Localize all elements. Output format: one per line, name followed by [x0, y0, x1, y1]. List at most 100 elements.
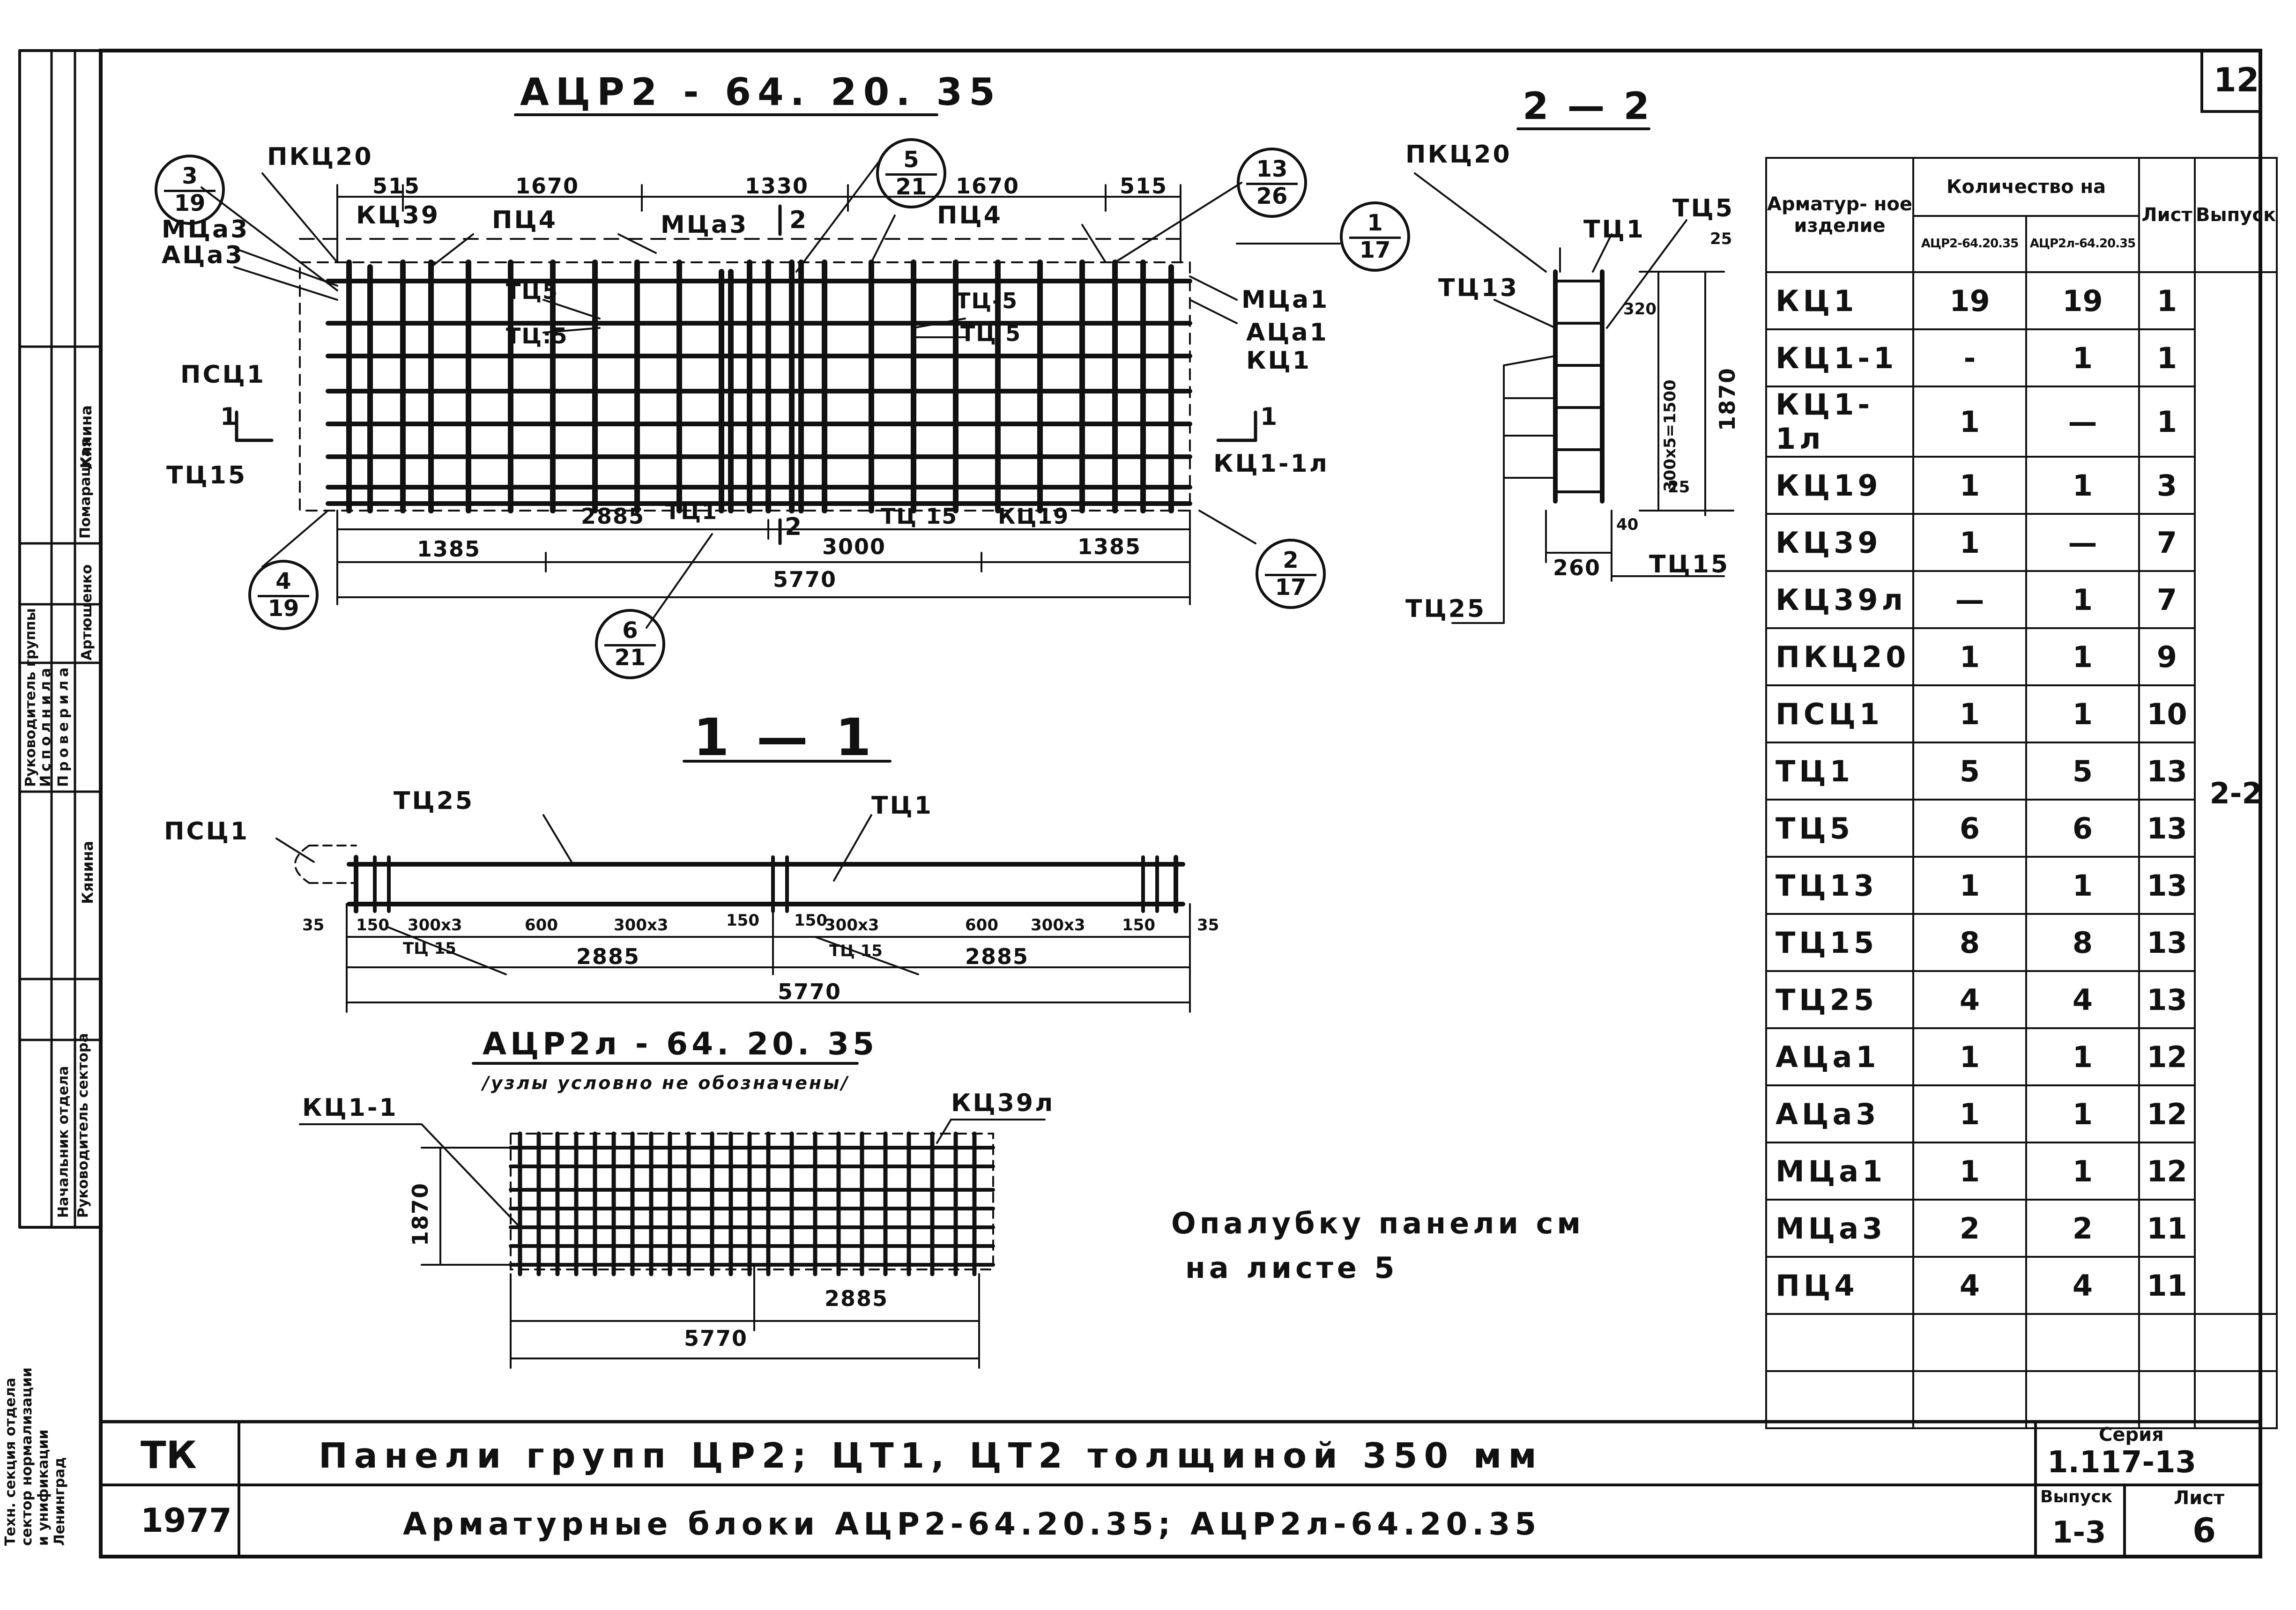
label-mca1: МЦа1 [1241, 286, 1330, 314]
spec-qty-a: 5 [1912, 742, 2027, 801]
spec-issue: 2-2 [2193, 271, 2278, 1315]
spec-name: ПСЦ1 [1765, 684, 1914, 743]
spec-sheet: 7 [2138, 570, 2196, 629]
s22-dim-300x5: 300x5=1500 [1661, 379, 1679, 492]
spec-header-row: Арматур- ное изделие Количество на Лист … [1765, 157, 2278, 273]
label-kc19: КЦ19 [998, 504, 1070, 529]
callout-num: 5 [903, 147, 919, 173]
stamp-org-line4: Ленинград [52, 1457, 68, 1546]
callout-3-19: 3 19 [155, 155, 225, 225]
s22-dim-320: 320 [1623, 300, 1657, 319]
dim-bottom-1385-right: 1385 [1077, 534, 1142, 559]
s22-dim-260: 260 [1553, 555, 1601, 580]
dim-bottom-5770: 5770 [773, 567, 837, 592]
s22-label-tc1: ТЦ1 [1583, 215, 1645, 244]
section-2-2-title: 2 — 2 [1523, 84, 1653, 128]
spec-header-qty: Количество на [1912, 157, 2140, 217]
sv-label-kc39l: КЦ39л [951, 1089, 1055, 1117]
section-mark-2-bottom: 2 [785, 513, 804, 541]
callout-num: 3 [182, 163, 198, 189]
spec-header-sheet: Лист [2138, 157, 2196, 273]
spec-qty-b: 1 [2025, 456, 2140, 515]
spec-qty-b: 1 [2025, 1027, 2140, 1086]
dim-bottom-2885: 2885 [581, 504, 645, 529]
title-block-issue-value: 1-3 [2052, 1515, 2106, 1550]
s22-dim-25-top: 25 [1710, 230, 1732, 248]
table-row-empty [1765, 1370, 2278, 1429]
spec-name: ПЦ4 [1765, 1256, 1914, 1315]
callout-2-17: 2 17 [1256, 539, 1326, 609]
label-tc15-mid: ТЦ 15 [881, 504, 958, 529]
s11-dim-35-left: 35 [302, 916, 325, 935]
section-mark-1-right: 1 [1260, 403, 1279, 431]
spec-qty-b: 6 [2025, 799, 2140, 858]
spec-qty-a: — [1912, 570, 2027, 629]
label-tc5-d: ТЦ 5 [960, 321, 1022, 346]
spec-name: ТЦ5 [1765, 799, 1914, 858]
callout-6-21: 6 21 [595, 609, 665, 679]
spec-name: КЦ39 [1765, 513, 1914, 572]
label-tc15-left: ТЦ15 [166, 461, 247, 490]
spec-qty-a: 1 [1912, 856, 2027, 915]
spec-name: КЦ1-1л [1765, 386, 1914, 458]
spec-name: КЦ39л [1765, 570, 1914, 629]
spec-qty-b: 8 [2025, 913, 2140, 972]
stamp-role-group-leader: Руководитель группы [22, 608, 39, 787]
callout-13-26: 13 26 [1237, 148, 1307, 218]
s22-dim-40: 40 [1616, 515, 1639, 534]
spec-sheet: 13 [2138, 856, 2196, 915]
spec-name: АЦа1 [1765, 1027, 1914, 1086]
second-view-title: АЦР2л - 64. 20. 35 [483, 1026, 878, 1062]
label-pkc20: ПКЦ20 [267, 143, 373, 171]
section-1-1-title: 1 — 1 [693, 707, 876, 767]
s11-dim-150-a: 150 [356, 916, 389, 935]
spec-name: ТЦ15 [1765, 913, 1914, 972]
title-block-series-value: 1.117-13 [2047, 1445, 2197, 1480]
spec-sheet: 13 [2138, 799, 2196, 858]
dim-top-1670-left: 1670 [515, 173, 580, 199]
spec-qty-b: 1 [2025, 1142, 2140, 1201]
s22-label-tc13: ТЦ13 [1438, 274, 1519, 302]
spec-qty-a: 1 [1912, 456, 2027, 515]
spec-qty-a: 4 [1912, 970, 2027, 1029]
formwork-note-line1: Опалубку панели см [1171, 1206, 1585, 1240]
s22-dim-1870: 1870 [1715, 367, 1740, 431]
spec-sheet: 1 [2138, 386, 2196, 458]
second-view-note: /узлы условно не обозначены/ [483, 1073, 850, 1093]
spec-qty-a: 8 [1912, 913, 2027, 972]
s11-dim-600-b: 600 [965, 916, 998, 935]
stamp-org-line2: сектор нормализации [19, 1367, 35, 1546]
spec-qty-b: 1 [2025, 856, 2140, 915]
stamp-role-head-sector: Руководитель сектора [75, 1033, 91, 1218]
spec-qty-a: - [1912, 328, 2027, 387]
callout-1-17: 1 17 [1340, 201, 1410, 272]
spec-sheet: 12 [2138, 1142, 2196, 1201]
section-mark-1-left: 1 [220, 403, 239, 431]
callout-den: 26 [1256, 183, 1288, 209]
spec-header-item: Арматур- ное изделие [1765, 157, 1914, 273]
spec-qty-b: 2 [2025, 1199, 2140, 1258]
label-pc4-left: ПЦ4 [492, 206, 557, 234]
spec-qty-b: 1 [2025, 1084, 2140, 1143]
spec-qty-a: 1 [1912, 1142, 2027, 1201]
s22-label-tc5: ТЦ5 [1672, 194, 1734, 223]
title-block-year: 1977 [141, 1501, 232, 1540]
callout-num: 1 [1367, 210, 1383, 236]
callout-num: 2 [1283, 547, 1299, 573]
spec-qty-b: — [2025, 513, 2140, 572]
spec-qty-b: 4 [2025, 970, 2140, 1029]
label-tc1-main: ТЦ1 [665, 499, 718, 524]
spec-sheet: 1 [2138, 328, 2196, 387]
spec-sheet: 7 [2138, 513, 2196, 572]
title-block-title-line2: Арматурные блоки АЦР2-64.20.35; АЦР2л-64… [403, 1506, 1541, 1542]
spec-sheet: 11 [2138, 1256, 2196, 1315]
callout-den: 17 [1359, 237, 1391, 263]
stamp-name-3: Артюшенко [79, 564, 95, 660]
